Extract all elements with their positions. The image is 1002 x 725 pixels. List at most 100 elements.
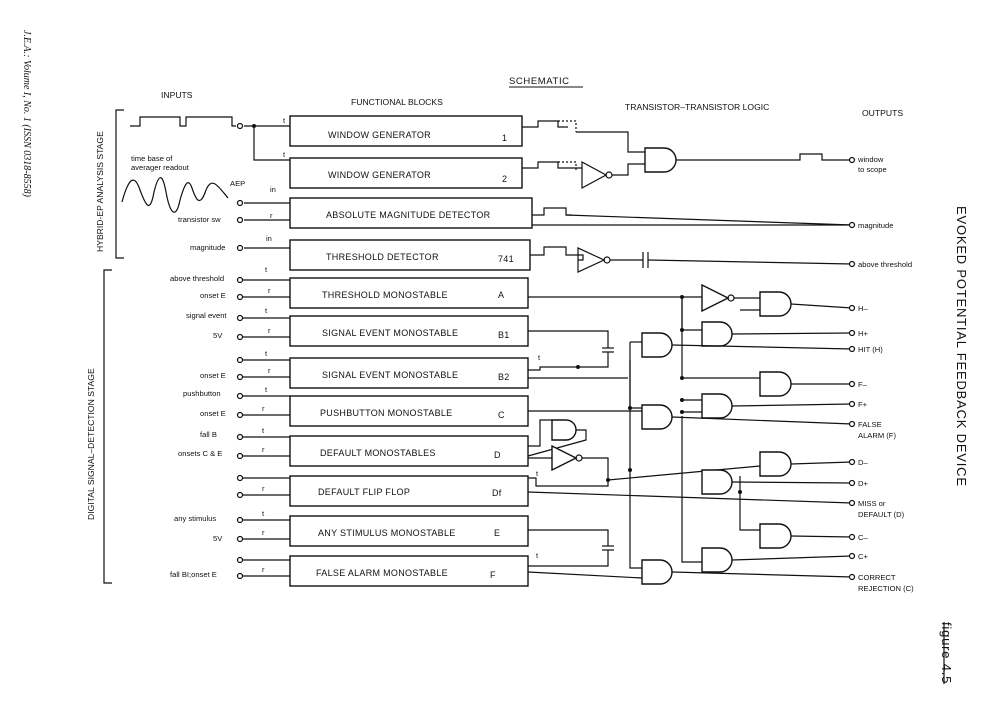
output-alarm-label: ALARM (F) <box>858 431 896 440</box>
any-stimulus-label: any stimulus <box>174 514 216 523</box>
digital-input-wiring: t r t r t r t r t r r t r r <box>243 265 290 577</box>
output-hit-label: HIT (H) <box>858 345 883 354</box>
pushbutton-label: pushbutton <box>183 389 221 398</box>
hybrid-input-wiring: t t in r in <box>244 116 290 249</box>
transistor-sw-label: transistor sw <box>178 215 221 224</box>
aep-label: AEP <box>230 179 245 188</box>
figure-label: figure 4.5 <box>939 622 954 684</box>
averager-label: averager readout <box>131 163 190 172</box>
output-pins <box>848 156 856 581</box>
output-h-plus-label: H+ <box>858 329 868 338</box>
output-window-label: window <box>857 155 884 164</box>
functional-block-default-flip-flop: DEFAULT FLIP FLOP Df <box>289 475 529 507</box>
hybrid-stage-bracket <box>115 109 124 259</box>
svg-text:SIGNAL EVENT MONOSTABLE: SIGNAL EVENT MONOSTABLE <box>322 328 458 338</box>
threshold-output-logic <box>530 246 853 273</box>
aep-waveform <box>121 177 229 213</box>
functional-block-signal-event-monostable-b1: SIGNAL EVENT MONOSTABLE B1 <box>289 315 529 347</box>
output-d-minus-label: D– <box>858 458 868 467</box>
svg-text:t: t <box>265 385 268 394</box>
digital-stage-bracket <box>103 269 112 584</box>
output-f-minus-label: F– <box>858 380 868 389</box>
input-pins <box>236 122 244 580</box>
input-pulse-waveform <box>130 116 236 127</box>
svg-text:741: 741 <box>498 254 514 264</box>
output-correct-label: CORRECT <box>858 573 896 582</box>
svg-text:t: t <box>538 353 541 362</box>
header-inputs: INPUTS <box>161 90 193 100</box>
output-h-minus-label: H– <box>858 304 868 313</box>
svg-text:WINDOW GENERATOR: WINDOW GENERATOR <box>328 130 431 140</box>
svg-text:t: t <box>265 306 268 315</box>
window-output-logic <box>522 120 852 190</box>
output-f-plus-label: F+ <box>858 400 868 409</box>
svg-text:r: r <box>268 326 271 335</box>
svg-text:DEFAULT FLIP FLOP: DEFAULT FLIP FLOP <box>318 487 410 497</box>
five-volt-label-1: 5V <box>213 331 223 340</box>
svg-text:B1: B1 <box>498 330 510 340</box>
onset-e-label-3: onset E <box>200 409 226 418</box>
svg-text:FALSE ALARM MONOSTABLE: FALSE ALARM MONOSTABLE <box>316 568 448 578</box>
svg-text:A: A <box>498 290 504 300</box>
functional-block-threshold-monostable: THRESHOLD MONOSTABLE A <box>289 277 529 309</box>
svg-text:in: in <box>270 185 276 194</box>
functional-block-false-alarm-monostable: FALSE ALARM MONOSTABLE F <box>289 555 529 587</box>
output-rejection-label: REJECTION (C) <box>858 584 914 593</box>
magnitude-input-label: magnitude <box>190 243 225 252</box>
svg-text:SIGNAL EVENT MONOSTABLE: SIGNAL EVENT MONOSTABLE <box>322 370 458 380</box>
svg-text:DEFAULT MONOSTABLES: DEFAULT MONOSTABLES <box>320 448 436 458</box>
five-volt-label-2: 5V <box>213 534 223 543</box>
svg-text:E: E <box>494 528 500 538</box>
header-functional-blocks: FUNCTIONAL BLOCKS <box>351 97 443 107</box>
journal-reference: J.E.A.: Volume I, No. 1 (ISSN 0318-8558) <box>21 30 32 198</box>
svg-text:t: t <box>265 349 268 358</box>
svg-text:r: r <box>262 528 265 537</box>
svg-text:2: 2 <box>502 174 507 184</box>
digital-stage-label: DIGITAL SIGNAL–DETECTION STAGE <box>86 368 96 520</box>
header-outputs: OUTPUTS <box>862 108 903 118</box>
magnitude-output-logic <box>532 207 853 226</box>
svg-text:r: r <box>262 484 265 493</box>
svg-text:F: F <box>490 570 496 580</box>
svg-text:r: r <box>268 286 271 295</box>
output-above-threshold-label: above threshold <box>858 260 912 269</box>
functional-block-window-generator-2: WINDOW GENERATOR 2 <box>289 157 523 189</box>
hybrid-stage-label: HYBRID-EP ANALYSIS STAGE <box>95 131 105 252</box>
functional-block-threshold-detector: THRESHOLD DETECTOR 741 <box>289 239 531 271</box>
svg-text:t: t <box>536 551 539 560</box>
device-title: EVOKED POTENTIAL FEEDBACK DEVICE <box>954 206 969 487</box>
svg-text:WINDOW GENERATOR: WINDOW GENERATOR <box>328 170 431 180</box>
svg-text:r: r <box>262 565 265 574</box>
svg-text:ABSOLUTE MAGNITUDE DETECTOR: ABSOLUTE MAGNITUDE DETECTOR <box>326 210 491 220</box>
functional-block-pushbutton-monostable: PUSHBUTTON MONOSTABLE C <box>289 395 529 427</box>
functional-block-any-stimulus-monostable: ANY STIMULUS MONOSTABLE E <box>289 515 529 547</box>
above-threshold-input-label: above threshold <box>170 274 224 283</box>
output-miss-label: MISS or <box>858 499 886 508</box>
output-magnitude-label: magnitude <box>858 221 893 230</box>
functional-block-absolute-magnitude-detector: ABSOLUTE MAGNITUDE DETECTOR <box>289 197 533 229</box>
header-ttl: TRANSISTOR–TRANSISTOR LOGIC <box>625 102 769 112</box>
svg-text:1: 1 <box>502 133 507 143</box>
schematic-title: SCHEMATIC <box>509 76 570 87</box>
svg-text:C: C <box>498 410 505 420</box>
digital-ttl-logic: t t <box>527 283 853 585</box>
output-false-label: FALSE <box>858 420 882 429</box>
onset-e-label-1: onset E <box>200 291 226 300</box>
functional-block-signal-event-monostable-b2: SIGNAL EVENT MONOSTABLE B2 <box>289 357 529 389</box>
fall-bi-onset-e-label: fall BI;onset E <box>170 570 217 579</box>
svg-text:t: t <box>283 150 286 159</box>
svg-text:D: D <box>494 450 501 460</box>
svg-text:THRESHOLD DETECTOR: THRESHOLD DETECTOR <box>326 252 439 262</box>
functional-block-default-monostables: DEFAULT MONOSTABLES D <box>289 435 529 467</box>
svg-text:r: r <box>268 366 271 375</box>
svg-text:in: in <box>266 234 272 243</box>
svg-text:PUSHBUTTON MONOSTABLE: PUSHBUTTON MONOSTABLE <box>320 408 452 418</box>
svg-text:t: t <box>536 469 539 478</box>
svg-text:t: t <box>265 265 268 274</box>
output-c-minus-label: C– <box>858 533 868 542</box>
output-d-plus-label: D+ <box>858 479 868 488</box>
svg-text:Df: Df <box>492 488 502 498</box>
time-base-label: time base of <box>131 154 173 163</box>
signal-event-label: signal event <box>186 311 227 320</box>
